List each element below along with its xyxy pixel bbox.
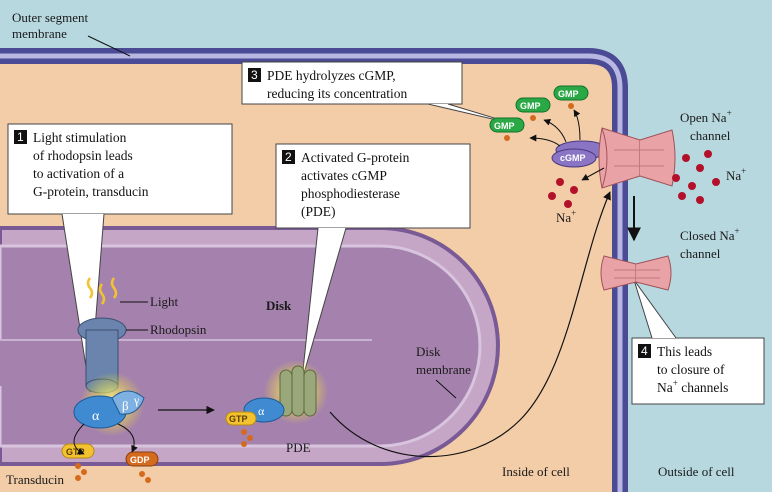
cgmp-label: cGMP: [560, 153, 586, 163]
open-na-channel-label-1: Open Na+: [680, 108, 732, 125]
signal-arrow: [329, 191, 611, 458]
pde-complex: α GTP: [225, 360, 328, 447]
transducin-beta: β: [122, 398, 129, 413]
step-2-line-4: (PDE): [301, 204, 336, 219]
na-outside-label: Na+: [726, 166, 746, 183]
step-4-line-1: This leads: [657, 344, 712, 359]
disk-membrane-label-1: Disk: [416, 344, 441, 359]
step-2-line-3: phosphodiesterase: [301, 186, 400, 201]
inside-cell-label: Inside of cell: [502, 464, 570, 479]
transducin-gdp-label: GDP: [130, 455, 150, 465]
transducin-gdp: GDP: [125, 451, 159, 483]
gmp-label-1: GMP: [494, 121, 515, 131]
transducin-gamma: γ: [133, 393, 140, 407]
closed-na-channel-label-1: Closed Na+: [680, 226, 740, 243]
disk-label: Disk: [266, 298, 292, 313]
step-1-number: 1: [17, 130, 24, 144]
light-rays: [86, 277, 118, 305]
transducin-label: Transducin: [6, 472, 65, 487]
closed-na-channel: [600, 255, 672, 291]
disk-membrane-label-2: membrane: [416, 362, 471, 377]
na-ions-outside: [672, 150, 720, 204]
gmp-molecules: GMP GMP GMP: [489, 85, 589, 141]
step-1-line-2: of rhodopsin leads: [33, 148, 133, 163]
transducin-complex: α β γ: [73, 372, 145, 436]
light-label: Light: [150, 294, 179, 309]
step-4-number: 4: [641, 344, 648, 358]
step-2-line-2: activates cGMP: [301, 168, 387, 183]
outer-segment-membrane-label-1: Outer segment: [12, 10, 89, 25]
pde-label: PDE: [286, 440, 311, 455]
transducin-alpha: α: [92, 409, 100, 424]
step-1-line-3: to activation of a: [33, 166, 124, 181]
transducin-gtp-label: GTP: [66, 447, 85, 457]
step-2-line-1: Activated G-protein: [301, 150, 410, 165]
rhodopsin-label: Rhodopsin: [150, 322, 207, 337]
step-1-line-1: Light stimulation: [33, 130, 127, 145]
step-3-line-2: reducing its concentration: [267, 86, 407, 101]
step-2-number: 2: [285, 150, 292, 164]
na-inside-label: Na+: [556, 208, 576, 225]
na-ions-inside: [548, 178, 578, 208]
step-4-line-2: to closure of: [657, 362, 725, 377]
open-na-channel: [598, 127, 676, 189]
outer-segment-membrane-label-2: membrane: [12, 26, 67, 41]
closed-na-channel-label-2: channel: [680, 246, 721, 261]
step-3-callout: 3 PDE hydrolyzes cGMP, reducing its conc…: [241, 61, 515, 125]
step-1-line-4: G-protein, transducin: [33, 184, 149, 199]
pde-gtp-label: GTP: [229, 414, 248, 424]
step-3-number: 3: [251, 68, 258, 82]
gmp-label-3: GMP: [558, 89, 579, 99]
outside-cell-label: Outside of cell: [658, 464, 735, 479]
gmp-label-2: GMP: [520, 101, 541, 111]
pde-alpha: α: [258, 404, 265, 418]
step-4-line-3: Na+ channels: [657, 378, 728, 395]
open-na-channel-label-2: channel: [690, 128, 731, 143]
step-3-line-1: PDE hydrolyzes cGMP,: [267, 68, 396, 83]
step-4-callout: 4 This leads to closure of Na+ channels: [631, 279, 765, 405]
